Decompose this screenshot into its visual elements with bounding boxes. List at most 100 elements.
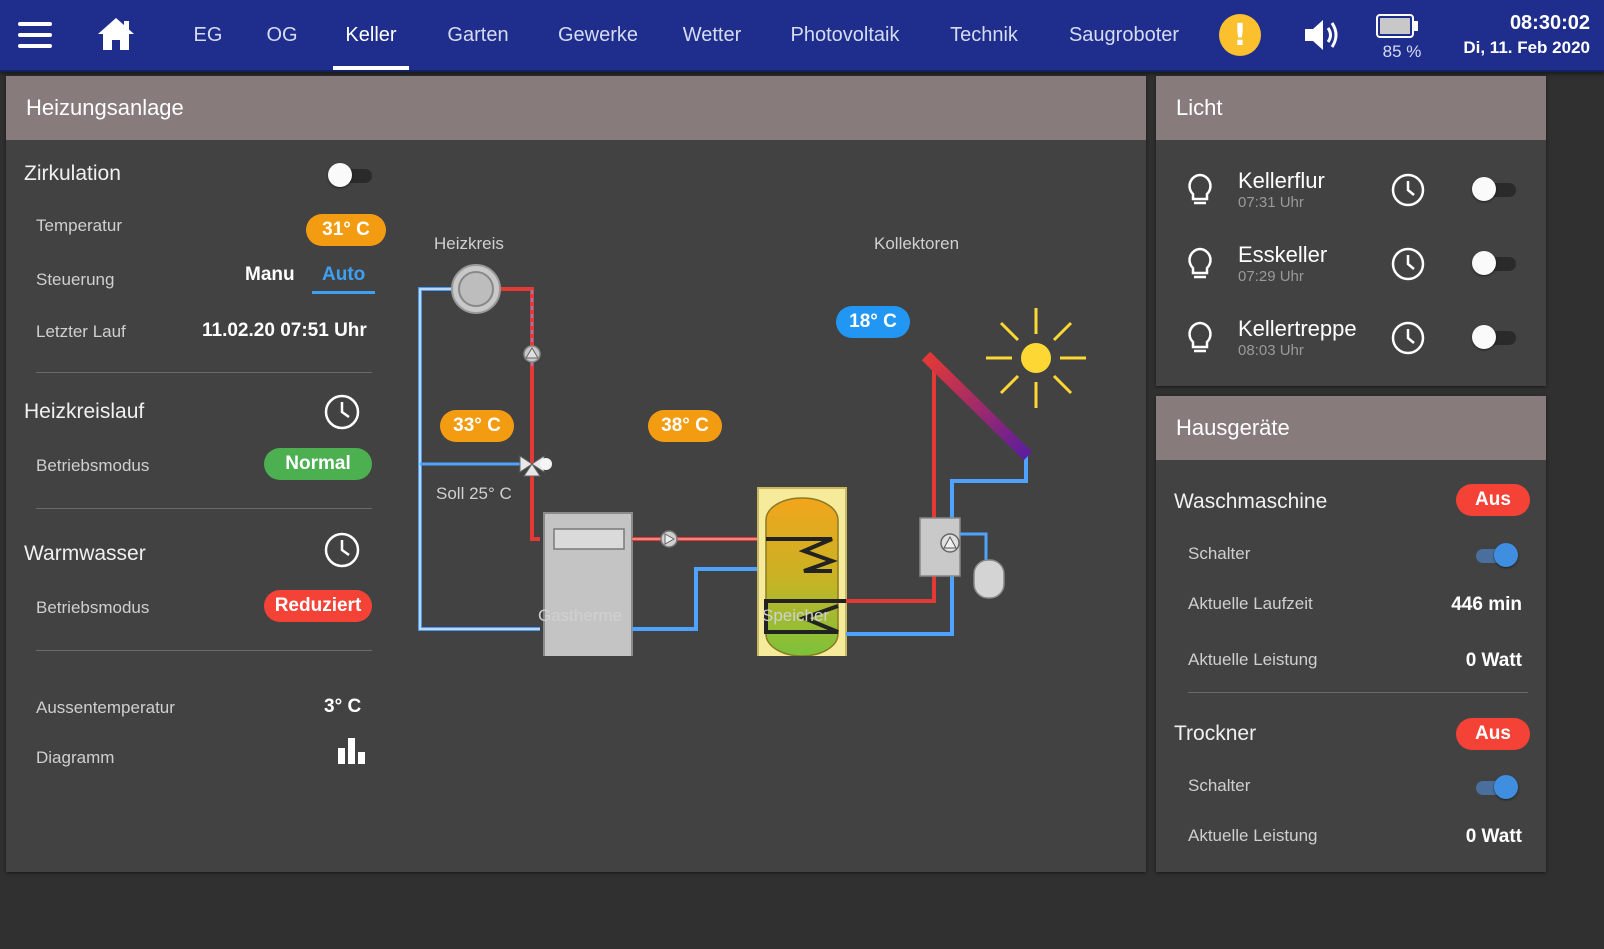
kellertreppe-switch[interactable] [1472,324,1518,350]
divider [1188,692,1528,693]
panel-title: Licht [1156,76,1546,140]
laufzeit-label: Aktuelle Laufzeit [1188,594,1313,613]
top-navigation-bar: EG OG Keller Garten Gewerke Wetter Photo… [0,0,1604,72]
heizkreislauf-clock-icon[interactable] [324,394,360,430]
tab-technik[interactable]: Technik [950,24,1018,46]
vorlauf-temperature-badge: 33° C [440,410,514,442]
divider [36,372,372,373]
pump-arrow [664,533,676,545]
waschmaschine-switch[interactable] [1472,542,1518,568]
battery-percentage: 85 % [1382,42,1422,61]
tab-gewerke[interactable]: Gewerke [557,24,639,46]
light-name: Kellerflur [1238,168,1325,193]
sun-icon [986,308,1086,408]
tab-keller[interactable]: Keller [333,0,409,70]
tab-garten[interactable]: Garten [447,24,509,46]
cold-pipe-heizkreis-highlight [419,288,540,630]
heizkreislauf-label: Heizkreislauf [24,400,145,423]
steuerung-auto-option[interactable]: Auto [311,264,376,294]
expansion-vessel-icon [973,559,1005,599]
light-timer-clock-icon[interactable] [1390,246,1426,282]
aussentemperatur-label: Aussentemperatur [36,698,175,717]
switch-knob [1472,251,1496,275]
laufzeit-value: 446 min [1451,594,1522,615]
speicher-upper-coil [766,537,838,573]
trockner-schalter-label: Schalter [1188,776,1251,795]
tab-saugroboter[interactable]: Saugroboter [1068,24,1180,46]
light-timestamp: 07:29 Uhr [1238,268,1304,285]
warning-icon[interactable]: ! [1219,14,1261,56]
warmwasser-clock-icon[interactable] [324,532,360,568]
waschmaschine-schalter-label: Schalter [1188,544,1251,563]
waschmaschine-status-badge: Aus [1456,484,1530,516]
lightbulb-icon [1186,172,1214,208]
waschmaschine-label: Waschmaschine [1174,490,1328,513]
tab-eg[interactable]: EG [193,24,223,46]
letzter-lauf-value: 11.02.20 07:51 Uhr [202,320,367,341]
switch-knob [1494,775,1518,799]
kollektor-temperature-badge: 18° C [836,306,910,338]
switch-knob [1472,177,1496,201]
waschmaschine-leistung-label: Aktuelle Leistung [1188,650,1318,669]
trockner-leistung-label: Aktuelle Leistung [1188,826,1318,845]
heizkreislauf-betriebsmodus-badge[interactable]: Normal [264,448,372,480]
hot-pipe-solar [846,361,936,603]
light-name: Kellertreppe [1238,316,1357,341]
heizkreislauf-betriebsmodus-label: Betriebsmodus [36,456,150,475]
aussentemperatur-value: 3° C [324,696,362,717]
light-timestamp: 08:03 Uhr [1238,342,1304,359]
trockner-status-badge: Aus [1456,718,1530,750]
divider [36,650,372,651]
bar-chart-icon[interactable] [336,734,368,766]
menu-icon[interactable] [18,22,52,48]
divider [36,508,372,509]
lightbulb-icon [1186,320,1214,356]
home-icon[interactable] [96,16,136,52]
mixing-valve-icon [519,455,545,477]
cold-pipe-speicher [632,567,758,631]
temperatur-label: Temperatur [36,216,122,235]
light-timestamp: 07:31 Uhr [1238,194,1304,211]
switch-knob [1472,325,1496,349]
speicher-temperature-badge: 38° C [648,410,722,442]
trockner-switch[interactable] [1472,774,1518,800]
zirkulation-label: Zirkulation [24,162,121,185]
light-timer-clock-icon[interactable] [1390,320,1426,356]
gastherme-display [553,528,625,550]
waschmaschine-leistung-value: 0 Watt [1465,650,1522,671]
heizungsanlage-panel: Heizungsanlage Zirkulation Temperatur 31… [6,76,1146,872]
trockner-label: Trockner [1174,722,1257,745]
radiator-inner [458,271,494,307]
speaker-icon[interactable] [1302,16,1342,54]
light-timer-clock-icon[interactable] [1390,172,1426,208]
trockner-leistung-value: 0 Watt [1465,826,1522,847]
tab-wetter[interactable]: Wetter [682,24,742,46]
warmwasser-betriebsmodus-badge[interactable]: Reduziert [264,590,372,622]
tab-photovoltaik[interactable]: Photovoltaik [790,24,900,46]
kellerflur-switch[interactable] [1472,176,1518,202]
battery-icon [1376,13,1420,39]
speicher-lower-coil [764,599,846,634]
steuerung-manu-option[interactable]: Manu [245,264,295,285]
clock-date: Di, 11. Feb 2020 [1463,38,1590,57]
zirkulation-switch[interactable] [328,162,374,188]
speicher-label: Speicher [762,606,830,625]
kollektoren-label: Kollektoren [874,234,960,253]
hausgeraete-panel: Hausgeräte Waschmaschine Aus Schalter Ak… [1156,396,1546,872]
esskeller-switch[interactable] [1472,250,1518,276]
tab-og[interactable]: OG [266,24,298,46]
valve-motor [540,458,552,470]
soll-label: Soll 25° C [436,484,512,503]
switch-knob [328,163,352,187]
letzter-lauf-label: Letzter Lauf [36,322,126,341]
light-name: Esskeller [1238,242,1328,267]
panel-title: Heizungsanlage [6,76,1146,140]
expansion-pipe [960,532,988,560]
steuerung-label: Steuerung [36,270,115,289]
warning-glyph: ! [1233,18,1247,53]
pump-arrow [525,347,539,359]
gastherme-label: Gastherme [538,606,623,625]
licht-panel: Licht Kellerflur 07:31 Uhr Esskeller 07:… [1156,76,1546,386]
heizkreis-label: Heizkreis [434,234,504,253]
pump-arrow [943,535,957,549]
